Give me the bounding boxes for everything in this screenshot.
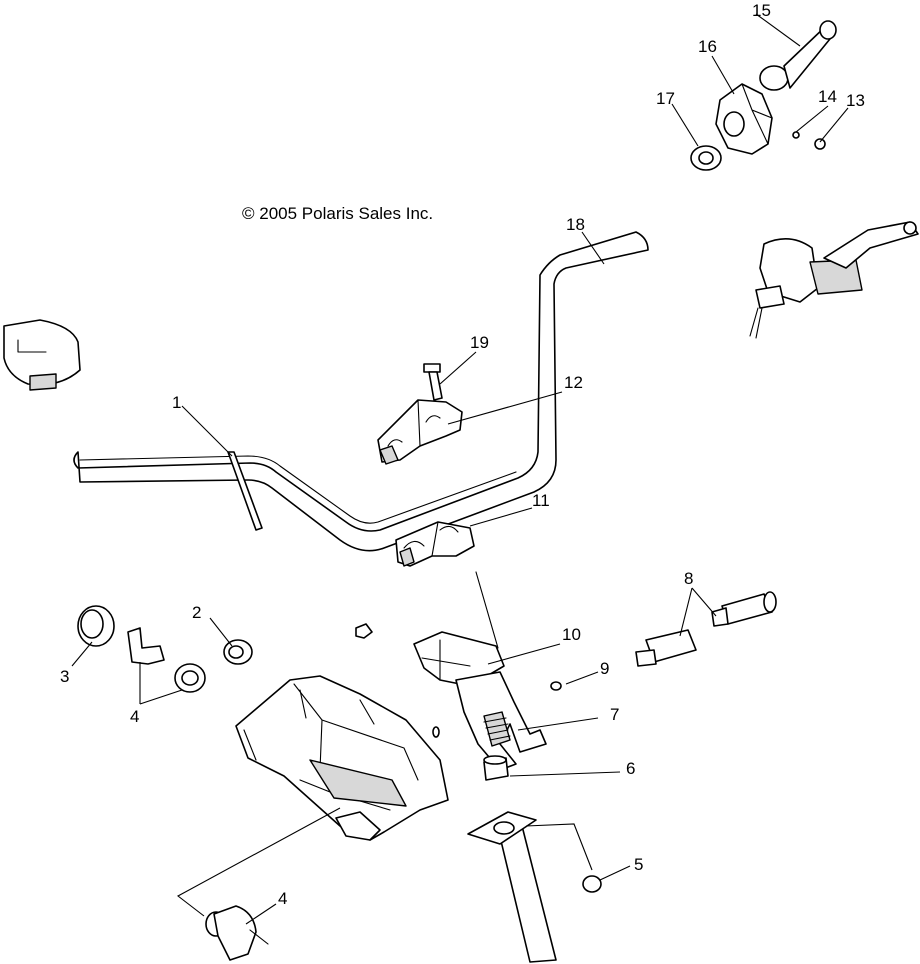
part-15-grip	[759, 20, 837, 91]
callout-4-lower: 4	[278, 889, 287, 908]
headlight-pod-housing	[235, 675, 449, 841]
part-16-throttle-housing	[715, 83, 773, 155]
callout-9: 9	[600, 659, 609, 678]
copyright-text: © 2005 Polaris Sales Inc.	[242, 204, 433, 223]
part-11-lower-clamp	[395, 521, 475, 567]
part-7-post-spring	[455, 671, 547, 771]
part-9-screw	[550, 681, 562, 691]
part-6-bushing	[483, 755, 509, 781]
callout-12: 12	[564, 373, 583, 392]
part-small-nut	[355, 623, 373, 639]
part-2-grommet	[223, 639, 253, 665]
part-8-cylinders	[635, 591, 777, 667]
callout-5: 5	[634, 855, 643, 874]
part-19-bolt	[423, 363, 443, 401]
callout-17: 17	[656, 89, 675, 108]
part-13-screw	[814, 138, 826, 150]
callout-1: 1	[172, 393, 181, 412]
part-17-bushing	[690, 145, 722, 171]
part-small-clip	[432, 726, 440, 738]
part-3-cap	[77, 605, 115, 647]
part-4-key-ring	[127, 627, 206, 693]
callout-10: 10	[562, 625, 581, 644]
callout-2: 2	[192, 603, 201, 622]
part-14-pin	[792, 131, 800, 139]
callout-labels: 1 2 3 4 4 5 6 7 8 9 10 11 12 13 14 15 16…	[60, 1, 865, 908]
part-cap-top-left	[3, 319, 81, 391]
callout-19: 19	[470, 333, 489, 352]
handlebar	[73, 231, 649, 552]
brake-lever-assembly	[749, 221, 919, 339]
callout-7: 7	[610, 705, 619, 724]
callout-16: 16	[698, 37, 717, 56]
part-5-nut	[582, 875, 602, 893]
callout-4-upper: 4	[130, 707, 139, 726]
callout-8: 8	[684, 569, 693, 588]
callout-18: 18	[566, 215, 585, 234]
part-flange-plate	[467, 811, 537, 845]
callout-13: 13	[846, 91, 865, 110]
leader-lines	[71, 13, 849, 925]
part-12-upper-clamp	[377, 399, 463, 465]
callout-14: 14	[818, 87, 837, 106]
callout-6: 6	[626, 759, 635, 778]
part-1-rod	[227, 451, 263, 531]
part-4-switch	[205, 905, 269, 961]
callout-15: 15	[752, 1, 771, 20]
callout-3: 3	[60, 667, 69, 686]
callout-11: 11	[532, 491, 550, 510]
